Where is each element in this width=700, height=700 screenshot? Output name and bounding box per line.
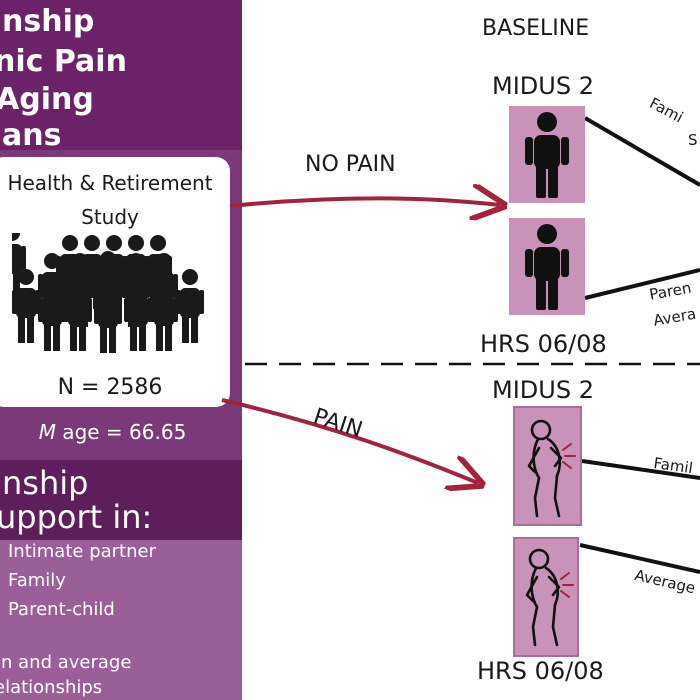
connector-top-2: [584, 268, 700, 300]
relationship-type-parent-child: Parent-child: [8, 599, 115, 620]
midus-bottom-label: MIDUS 2: [492, 376, 594, 404]
person-icon: [525, 224, 569, 310]
title-line-4: ans: [2, 118, 62, 153]
hrs-top-label: HRS 06/08: [480, 330, 607, 358]
support-heading-1: nship: [2, 464, 89, 502]
title-line-3: Aging: [0, 82, 94, 117]
connector-label-top1-line2: S: [688, 131, 698, 149]
mean-symbol: M: [38, 420, 56, 444]
mean-age: M age = 66.65: [0, 420, 225, 444]
pain-arrow: [221, 398, 478, 483]
no-pain-arrow: [229, 198, 500, 206]
sidebar-panel: nship nic Pain Aging ans Health & Retire…: [0, 0, 242, 700]
footer-line-1: n and average: [1, 652, 132, 673]
midus-top-label: MIDUS 2: [492, 72, 594, 100]
icon-box-hrs-no-pain: [509, 218, 585, 315]
relationship-type-family: Family: [8, 570, 66, 591]
relationship-type-partner: Intimate partner: [8, 541, 156, 562]
title-line-2: nic Pain: [0, 44, 127, 79]
sample-size: N = 2586: [57, 375, 163, 400]
title-line-1: nship: [2, 4, 95, 39]
no-pain-label: NO PAIN: [305, 152, 396, 177]
icon-box-hrs-pain: [513, 537, 579, 657]
person-in-pain-icon: [525, 548, 574, 647]
sidebar-support-band: [0, 460, 242, 540]
mean-age-value: age = 66.65: [55, 420, 187, 444]
crowd-icon: [12, 233, 204, 353]
hrs-bottom-label: HRS 06/08: [477, 657, 604, 685]
icon-box-midus-pain: [513, 406, 582, 526]
footer-line-2: elationships: [0, 677, 103, 698]
study-name-line1: Health & Retirement: [7, 171, 213, 195]
baseline-label: BASELINE: [482, 16, 590, 41]
support-heading-2: upport in:: [0, 498, 153, 536]
person-icon: [525, 112, 569, 198]
connector-top-1: [583, 116, 700, 187]
connector-bottom-1: [581, 459, 700, 480]
study-card: Health & Retirement Study: [0, 157, 230, 407]
study-name-line2: Study: [81, 205, 139, 229]
connector-bottom-2: [579, 543, 700, 574]
sidebar-list-band: [0, 540, 242, 700]
icon-box-midus-no-pain: [509, 106, 585, 203]
person-in-pain-icon: [527, 419, 576, 518]
